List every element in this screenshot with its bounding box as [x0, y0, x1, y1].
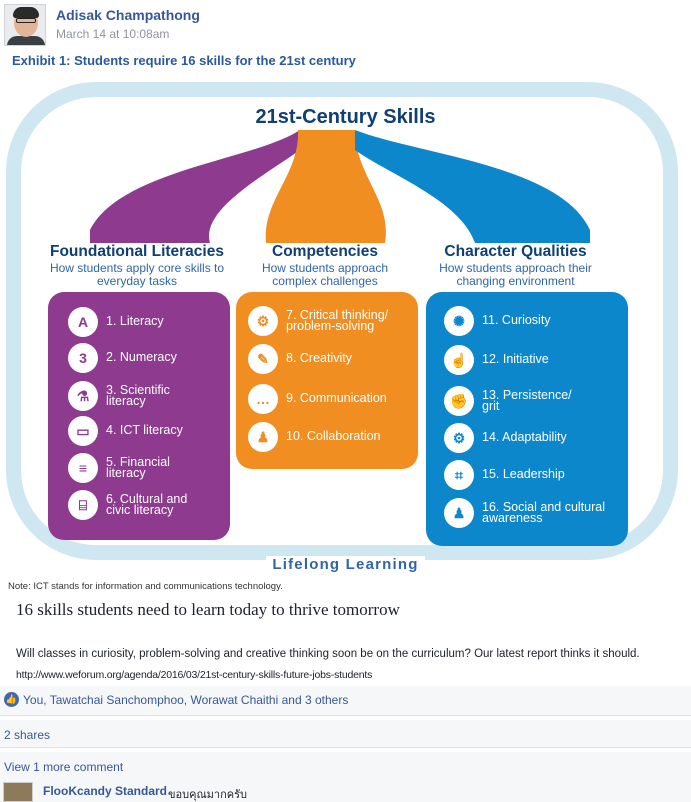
branch-shapes: [90, 130, 590, 243]
exhibit-note: Note: ICT stands for information and com…: [8, 581, 283, 592]
column-competencies: Competencies How students approach compl…: [244, 243, 406, 288]
column-foundational: Foundational Literacies How students app…: [42, 243, 232, 288]
skill-item: ⌸ 6. Cultural and civic literacy: [68, 490, 187, 520]
orange-branch: [265, 130, 386, 243]
lifelong-learning-text: Lifelong Learning: [266, 556, 425, 573]
skill-item: ✺ 11. Curiosity: [444, 306, 551, 336]
column-heading: Character Qualities: [444, 243, 587, 260]
skill-item: ✎ 8. Creativity: [248, 344, 352, 374]
skill-item: ☝ 12. Initiative: [444, 345, 549, 375]
people-group-icon: ♟: [248, 422, 278, 452]
link-preview-url[interactable]: http://www.weforum.org/agenda/2016/03/21…: [16, 669, 373, 681]
pencils-icon: ✎: [248, 344, 278, 374]
author-name-link[interactable]: Adisak Champathong: [56, 7, 200, 23]
skill-label: 12. Initiative: [482, 352, 549, 367]
head-gears-icon: ⚙: [248, 306, 278, 336]
comment-row: FlooKcandy Standard ขอบคุณมากครับ: [0, 780, 691, 802]
skill-label: 8. Creativity: [286, 351, 352, 366]
comment-text: ขอบคุณมากครับ: [168, 789, 248, 801]
divider: [0, 747, 691, 748]
skill-label: 14. Adaptability: [482, 430, 567, 445]
skill-label: 9. Communication: [286, 391, 387, 406]
skill-item: ✊ 13. Persistence/ grit: [444, 386, 572, 416]
view-more-comments-link[interactable]: View 1 more comment: [4, 760, 124, 774]
thumbs-up-icon: 👍: [4, 692, 19, 707]
skill-item: ⚙ 7. Critical thinking/ problem-solving: [248, 306, 388, 336]
diagram-title: 21st-Century Skills: [255, 106, 436, 128]
skill-item: … 9. Communication: [248, 384, 387, 414]
skill-label: 7. Critical thinking/ problem-solving: [286, 307, 389, 333]
commenter-avatar[interactable]: [3, 782, 33, 802]
column-subheading: How students approach complex challenges: [261, 261, 389, 288]
skill-label: 10. Collaboration: [286, 429, 381, 444]
columns-building-icon: ⌸: [68, 490, 98, 520]
numbers-icon: 3: [68, 343, 98, 373]
fist-icon: ✊: [444, 386, 474, 416]
flask-icon: ⚗: [68, 381, 98, 411]
coins-icon: ≡: [68, 453, 98, 483]
column-subheading: How students apply core skills to everyd…: [49, 261, 225, 288]
speech-bubbles-icon: …: [248, 384, 278, 414]
shares-link[interactable]: 2 shares: [4, 728, 51, 742]
purple-branch: [90, 130, 300, 243]
character-qualities-panel: ✺ 11. Curiosity ☝ 12. Initiative ✊ 13. P…: [426, 292, 628, 546]
skill-item: ⚗ 3. Scientific literacy: [68, 381, 170, 411]
skill-item: 3 2. Numeracy: [68, 343, 177, 373]
lightbulb-icon: ✺: [444, 306, 474, 336]
skill-item: ▭ 4. ICT literacy: [68, 416, 183, 446]
org-chart-icon: ⌗: [444, 460, 474, 490]
skill-label: 11. Curiosity: [482, 313, 551, 328]
skill-label: 16. Social and cultural awareness: [482, 499, 605, 525]
lifelong-learning-label: Lifelong Learning: [0, 556, 691, 573]
column-character: Character Qualities How students approac…: [428, 243, 603, 288]
blue-branch: [355, 130, 590, 243]
competencies-panel: ⚙ 7. Critical thinking/ problem-solving …: [236, 292, 418, 469]
skill-label: 3. Scientific literacy: [106, 382, 170, 408]
skill-item: ♟ 16. Social and cultural awareness: [444, 498, 605, 528]
author-block: Adisak Champathong March 14 at 10:08am: [56, 4, 200, 41]
skill-label: 4. ICT literacy: [106, 423, 183, 438]
skill-label: 6. Cultural and civic literacy: [106, 491, 188, 517]
skill-item: ⚙ 14. Adaptability: [444, 423, 567, 453]
divider: [0, 715, 691, 716]
skill-item: ♟ 10. Collaboration: [248, 422, 381, 452]
skill-item: ⌗ 15. Leadership: [444, 460, 565, 490]
skill-item: ≡ 5. Financial literacy: [68, 453, 170, 483]
abc-letters-icon: A: [68, 307, 98, 337]
shares-row: 2 shares: [0, 720, 691, 748]
likes-row: 👍 You, Tawatchai Sanchomphoo, Worawat Ch…: [0, 686, 691, 716]
link-preview-title[interactable]: 16 skills students need to learn today t…: [16, 600, 400, 619]
foundational-literacies-panel: A 1. Literacy 3 2. Numeracy ⚗ 3. Scienti…: [48, 292, 230, 540]
laptop-icon: ▭: [68, 416, 98, 446]
more-comments-row: View 1 more comment: [0, 752, 691, 780]
skill-label: 13. Persistence/ grit: [482, 387, 572, 413]
skill-label: 2. Numeracy: [106, 350, 177, 365]
author-avatar[interactable]: [4, 4, 46, 46]
exhibit-title: Exhibit 1: Students require 16 skills fo…: [12, 53, 356, 68]
column-heading: Competencies: [272, 243, 378, 260]
skills-frame: [6, 82, 678, 560]
skill-label: 15. Leadership: [482, 467, 565, 482]
commenter-name-link[interactable]: FlooKcandy Standard: [43, 784, 168, 798]
hand-pointer-icon: ☝: [444, 345, 474, 375]
column-subheading: How students approach their changing env…: [439, 261, 592, 288]
likes-summary-link[interactable]: You, Tawatchai Sanchomphoo, Worawat Chai…: [23, 693, 349, 707]
gears-icon: ⚙: [444, 423, 474, 453]
skill-label: 5. Financial literacy: [106, 454, 170, 480]
link-preview-description[interactable]: Will classes in curiosity, problem-solvi…: [16, 648, 640, 660]
post-header: Adisak Champathong March 14 at 10:08am: [4, 4, 200, 46]
skill-label: 1. Literacy: [106, 314, 164, 329]
post-timestamp[interactable]: March 14 at 10:08am: [56, 27, 170, 41]
skill-item: A 1. Literacy: [68, 307, 164, 337]
people-icon: ♟: [444, 498, 474, 528]
column-heading: Foundational Literacies: [50, 243, 224, 260]
